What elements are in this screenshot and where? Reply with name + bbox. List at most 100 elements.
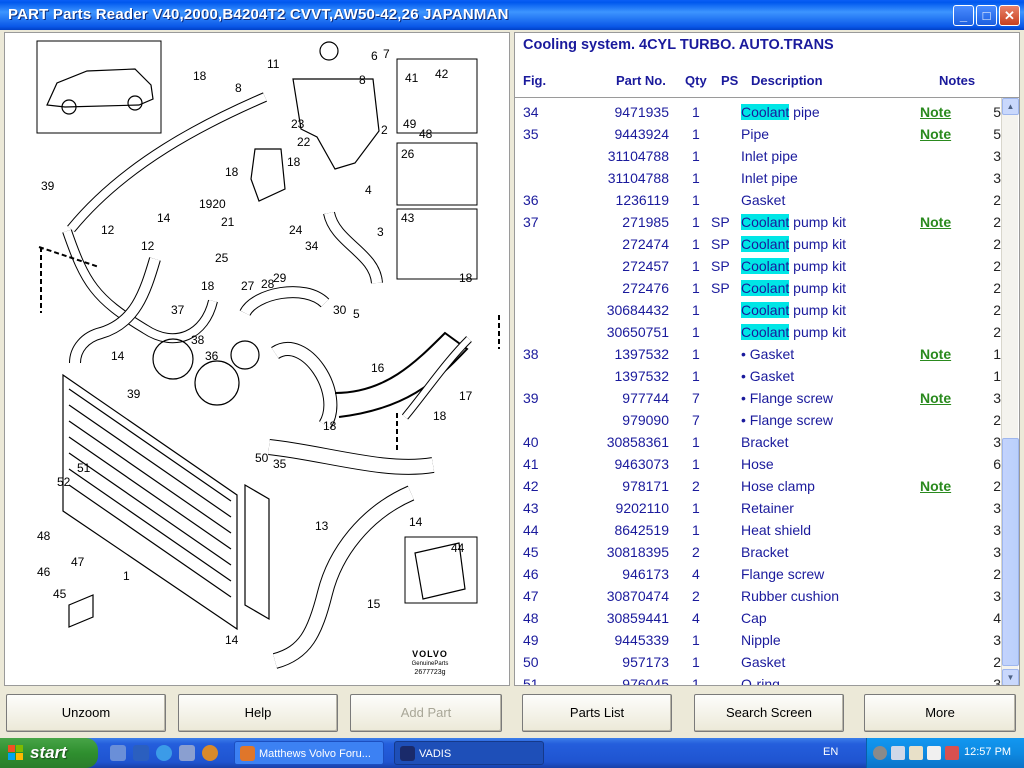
callout-28[interactable]: 23 [291,117,305,131]
firefox-icon[interactable] [202,745,218,761]
security-icon[interactable] [945,746,959,760]
callout-1920[interactable]: 1920 [199,197,226,211]
callout-1[interactable]: 1 [123,569,130,583]
maximize-button[interactable]: □ [976,5,997,26]
callout-46[interactable]: 46 [37,565,51,579]
minimize-button[interactable]: _ [953,5,974,26]
callout-17[interactable]: 17 [459,389,473,403]
scroll-thumb[interactable] [1002,438,1019,666]
callout-30[interactable]: 27 [241,279,255,293]
parts-list-button[interactable]: Parts List [522,694,672,732]
callout-32[interactable]: 29 [273,271,287,285]
taskbar-item-firefox[interactable]: Matthews Volvo Foru... [234,741,384,765]
callout-6[interactable]: 6 [371,49,378,63]
callout-50[interactable]: 49 [403,117,417,131]
callout-29[interactable]: 26 [401,147,415,161]
callout-43[interactable]: 43 [401,211,415,225]
callout-47[interactable]: 47 [71,555,85,569]
callout-14c[interactable]: 14 [409,515,423,529]
callout-5[interactable]: 5 [353,307,360,321]
note-link[interactable]: Note [920,104,952,120]
callout-16[interactable]: 16 [371,361,385,375]
callout-35[interactable]: 35 [273,457,287,471]
callout-26[interactable]: 25 [215,251,229,265]
note-link[interactable]: Note [920,390,952,406]
callout-39[interactable]: 39 [127,387,141,401]
callout-2[interactable]: 2 [381,123,388,137]
callout-45[interactable]: 45 [53,587,67,601]
tray-icon-3[interactable] [909,746,923,760]
unzoom-button[interactable]: Unzoom [6,694,166,732]
scroll-up-arrow[interactable]: ▲ [1002,98,1019,115]
callout-27[interactable]: 22 [297,135,311,149]
callout-9[interactable]: 8 [235,81,242,95]
callout-12b[interactable]: 12 [141,239,155,253]
note-link[interactable]: Note [920,478,952,494]
callout-8[interactable]: 8 [359,73,366,87]
internet-explorer-icon[interactable] [156,745,172,761]
callout-23[interactable]: 18 [287,155,301,169]
callout-53[interactable]: 52 [57,475,71,489]
search-screen-button[interactable]: Search Screen [694,694,844,732]
callout-48[interactable]: 48 [37,529,51,543]
show-desktop-icon[interactable] [110,745,126,761]
callout-38[interactable]: 38 [191,333,205,347]
callout-33[interactable]: 30 [333,303,347,317]
callout-14a[interactable]: 14 [157,211,171,225]
callout-18c[interactable]: 18 [433,409,447,423]
callout-44[interactable]: 44 [451,541,465,555]
callout-18a[interactable]: 18 [459,271,473,285]
media-icon[interactable] [179,745,195,761]
callout-42[interactable]: 42 [435,67,449,81]
callout-36[interactable]: 36 [205,349,219,363]
scroll-down-arrow[interactable]: ▼ [1002,669,1019,685]
callout-22[interactable]: 21 [221,215,235,229]
callout-37[interactable]: 37 [171,303,185,317]
language-indicator[interactable]: EN [823,746,839,758]
callout-15[interactable]: 15 [367,597,381,611]
callout-11[interactable]: 11 [267,57,280,71]
callout-13[interactable]: 13 [315,519,329,533]
callout-41[interactable]: 41 [405,71,419,85]
taskbar-item-vadis[interactable]: VADIS [394,741,544,765]
callout-3[interactable]: 3 [377,225,384,239]
note-link[interactable]: Note [920,346,952,362]
callout-49[interactable]: 48 [419,127,433,141]
callout-18b[interactable]: 18 [323,419,337,433]
note-link[interactable]: Note [920,214,952,230]
callout-7[interactable]: 7 [383,47,390,61]
callout-14d[interactable]: 14 [225,633,239,647]
callout-10[interactable]: 18 [193,69,207,83]
callout-4[interactable]: 4 [365,183,372,197]
note-link[interactable]: Note [920,126,952,142]
callout-40[interactable]: 39 [41,179,55,193]
callout-34[interactable]: 34 [305,239,319,253]
word-icon[interactable] [133,745,149,761]
callout-24[interactable]: 18 [225,165,239,179]
close-button[interactable]: ✕ [999,5,1020,26]
callout-21[interactable]: 18 [201,279,215,293]
